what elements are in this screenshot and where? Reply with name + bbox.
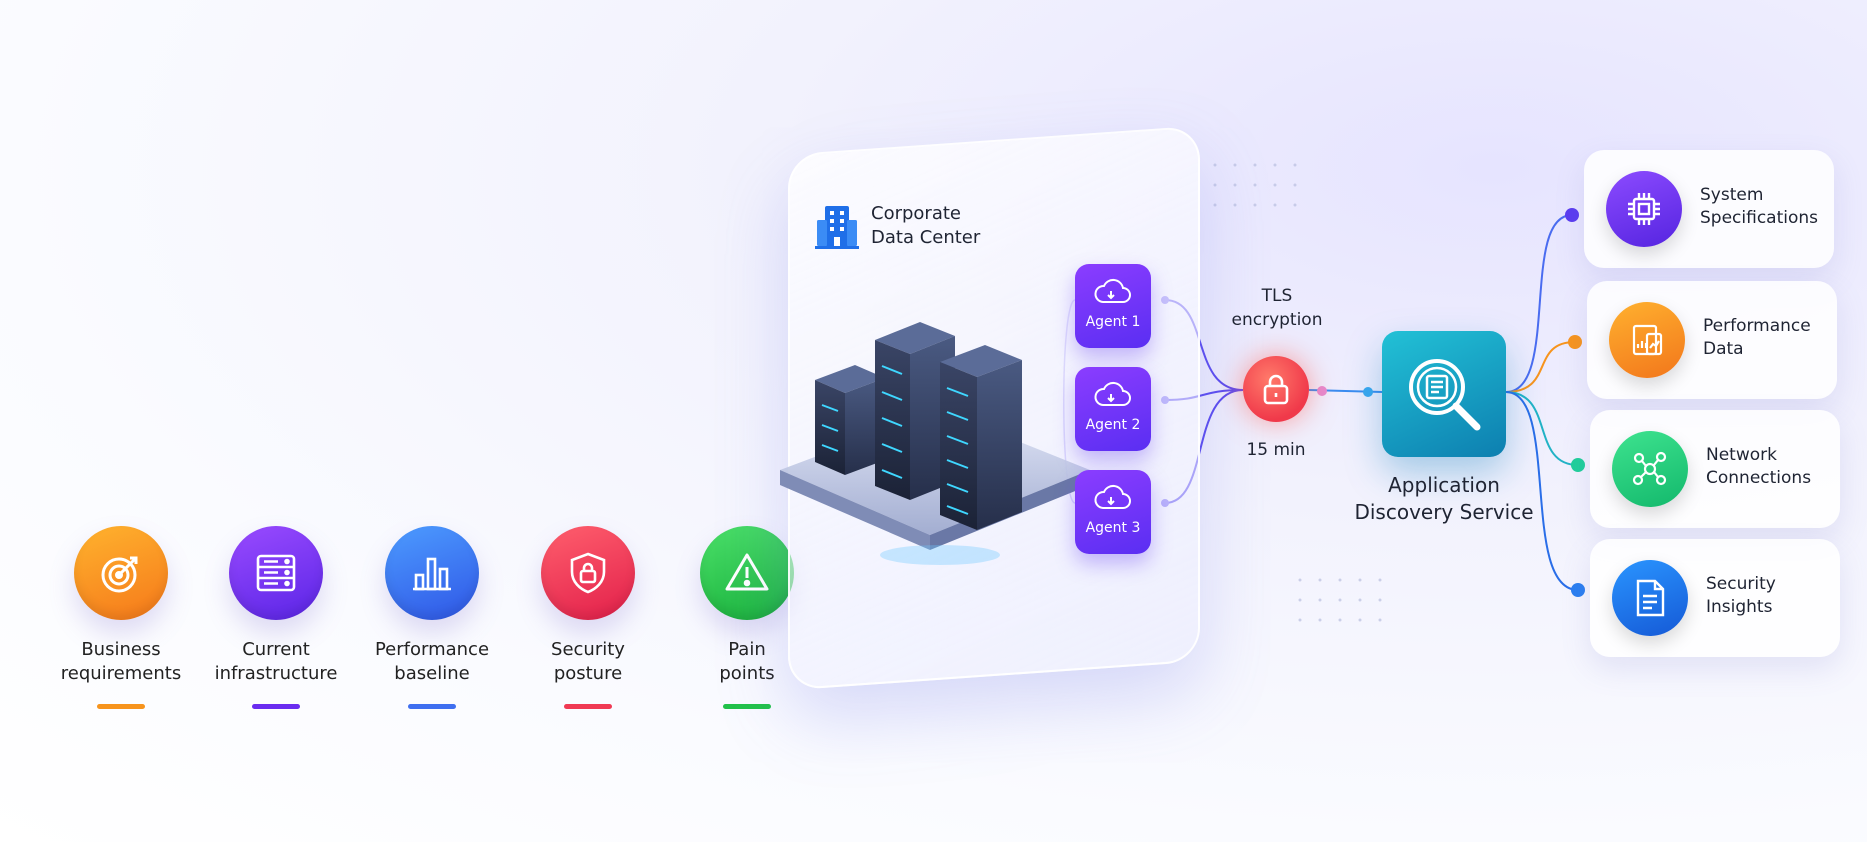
output-label: Performance Data <box>1703 316 1811 359</box>
service-label: Application Discovery Service <box>1354 473 1534 524</box>
tls-label: TLS encryption <box>1231 286 1323 330</box>
dot-grid <box>1213 163 1382 622</box>
target-icon <box>74 526 168 620</box>
output-network-connections: Network Connections <box>1590 410 1840 528</box>
performance-report-icon <box>1609 302 1685 378</box>
category-pain-points: Pain points <box>667 526 827 709</box>
cloud-sync-icon <box>1094 484 1131 509</box>
category-performance-baseline: Performance baseline <box>352 526 512 709</box>
agent-label: Agent 1 <box>1085 314 1141 330</box>
connector-output-2 <box>1505 341 1576 393</box>
cloud-sync-icon <box>1094 381 1131 406</box>
cpu-chip-icon <box>1606 171 1682 247</box>
document-icon <box>1612 560 1688 636</box>
output-label: Network Connections <box>1706 445 1812 488</box>
category-underline <box>564 704 612 709</box>
category-label: Pain points <box>719 639 775 684</box>
category-business-requirements: Business requirements <box>41 526 201 709</box>
agent-label: Agent 3 <box>1085 520 1141 536</box>
category-label: Security posture <box>551 639 625 684</box>
connector-output-4 <box>1505 391 1579 591</box>
category-label: Business requirements <box>60 639 182 684</box>
agent-3-card: Agent 3 <box>1075 470 1151 554</box>
cloud-sync-icon <box>1094 278 1131 303</box>
output-system-specifications: System Specifications <box>1584 150 1834 268</box>
connector-dot <box>1568 335 1582 349</box>
shield-lock-icon <box>541 526 635 620</box>
category-underline <box>97 704 145 709</box>
connector-dot <box>1317 386 1327 396</box>
agent-2-card: Agent 2 <box>1075 367 1151 451</box>
connector-dot <box>1363 387 1373 397</box>
connector-dot <box>1571 458 1585 472</box>
category-current-infrastructure: Current infrastructure <box>196 526 356 709</box>
agent-label: Agent 2 <box>1085 417 1141 433</box>
warning-icon <box>700 526 794 620</box>
connector-output-3 <box>1505 391 1579 466</box>
category-underline <box>723 704 771 709</box>
category-underline <box>252 704 300 709</box>
lock-icon <box>1243 356 1309 422</box>
building-icon <box>815 206 859 249</box>
server-illustration <box>780 322 1090 565</box>
category-security-posture: Security posture <box>508 526 668 709</box>
connector-dot <box>1571 583 1585 597</box>
interval-label: 15 min <box>1246 440 1306 460</box>
output-label: System Specifications <box>1700 185 1819 228</box>
server-rack-icon <box>229 526 323 620</box>
agent-1-card: Agent 1 <box>1075 264 1151 348</box>
data-center-title: Corporate Data Center <box>871 203 981 248</box>
output-security-insights: Security Insights <box>1590 539 1840 657</box>
category-underline <box>408 704 456 709</box>
network-nodes-icon <box>1612 431 1688 507</box>
output-performance-data: Performance Data <box>1587 281 1837 399</box>
bar-chart-icon <box>385 526 479 620</box>
connector-output-1 <box>1505 214 1573 393</box>
category-label: Performance baseline <box>374 639 490 684</box>
connector-dot <box>1565 208 1579 222</box>
output-label: Security Insights <box>1706 574 1776 617</box>
magnifier-document-icon <box>1382 331 1506 457</box>
category-label: Current infrastructure <box>214 639 338 684</box>
